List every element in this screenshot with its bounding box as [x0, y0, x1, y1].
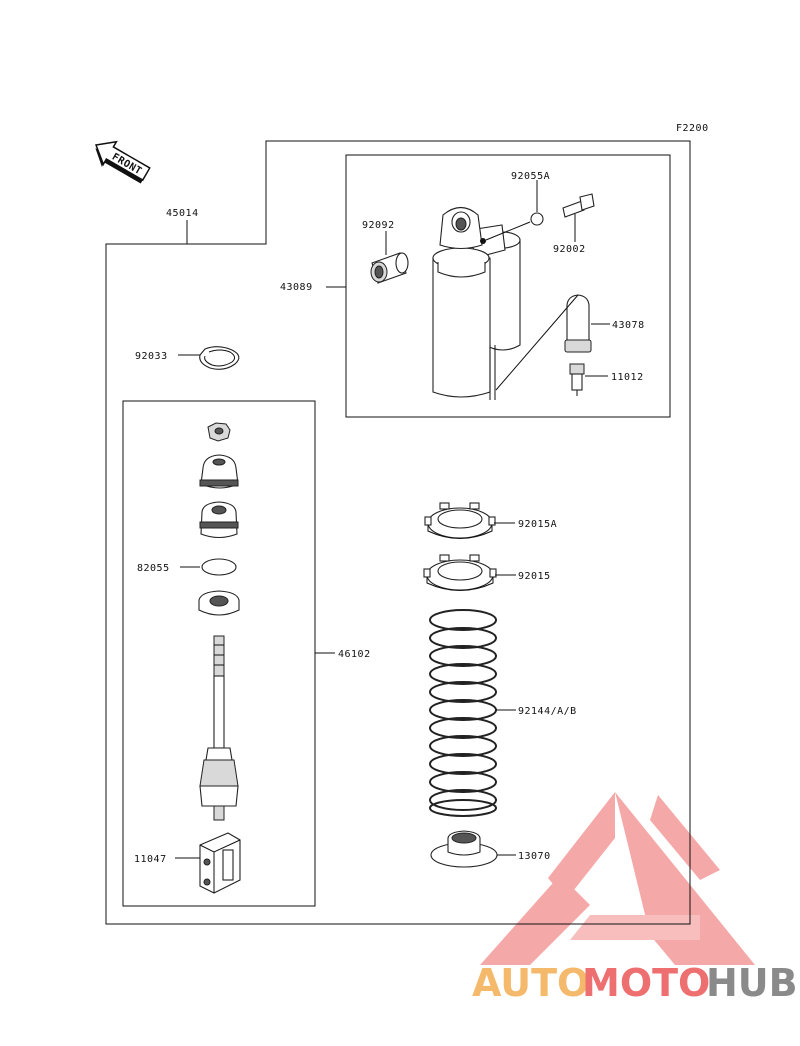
label-92015: 92015: [518, 571, 551, 582]
bushing-part: [370, 252, 409, 284]
nut-part: [207, 422, 231, 442]
watermark-moto: MOTO: [582, 961, 710, 1005]
bump-stop-lower-part: [199, 501, 239, 539]
valve-cap-part: [564, 294, 592, 353]
label-92002: 92002: [553, 244, 586, 255]
piston-rod-part: [199, 635, 239, 821]
oring-part: [201, 558, 237, 576]
spring-part: [429, 609, 497, 817]
front-arrow-icon: FRONT: [94, 140, 151, 184]
shock-body-box: [345, 154, 671, 418]
label-11012: 11012: [611, 372, 644, 383]
leader-92055A-to-body: [485, 221, 531, 241]
bolt-part: [562, 193, 595, 218]
diagram-code: F2200: [676, 123, 709, 134]
watermark-text: AUTO MOTO HUB: [472, 961, 798, 1005]
lock-nut-lower-part: [423, 554, 497, 591]
assembly-outline: [105, 140, 691, 925]
clevis-part: [199, 832, 241, 894]
label-11047: 11047: [134, 854, 167, 865]
label-43078: 43078: [612, 320, 645, 331]
bump-stop-upper-part: [199, 454, 239, 489]
spring-seat-part: [430, 830, 498, 868]
shock-body: [432, 206, 521, 400]
leader-valve-to-body: [495, 294, 579, 391]
label-92092: 92092: [362, 220, 395, 231]
oring-small-part: [530, 212, 544, 226]
label-43089: 43089: [280, 282, 313, 293]
seal-cap-part: [198, 590, 240, 616]
label-92144: 92144/A/B: [518, 706, 577, 717]
watermark-auto: AUTO: [472, 961, 589, 1005]
label-92055A: 92055A: [511, 171, 550, 182]
label-92015A: 92015A: [518, 519, 557, 530]
label-46102: 46102: [338, 649, 371, 660]
label-82055: 82055: [137, 563, 170, 574]
label-92033: 92033: [135, 351, 168, 362]
lock-nut-upper-part: [424, 502, 496, 539]
label-13070: 13070: [518, 851, 551, 862]
label-45014: 45014: [166, 208, 199, 219]
watermark-hub: HUB: [706, 961, 798, 1005]
valve-part: [569, 363, 585, 396]
watermark-logo: [480, 792, 755, 965]
